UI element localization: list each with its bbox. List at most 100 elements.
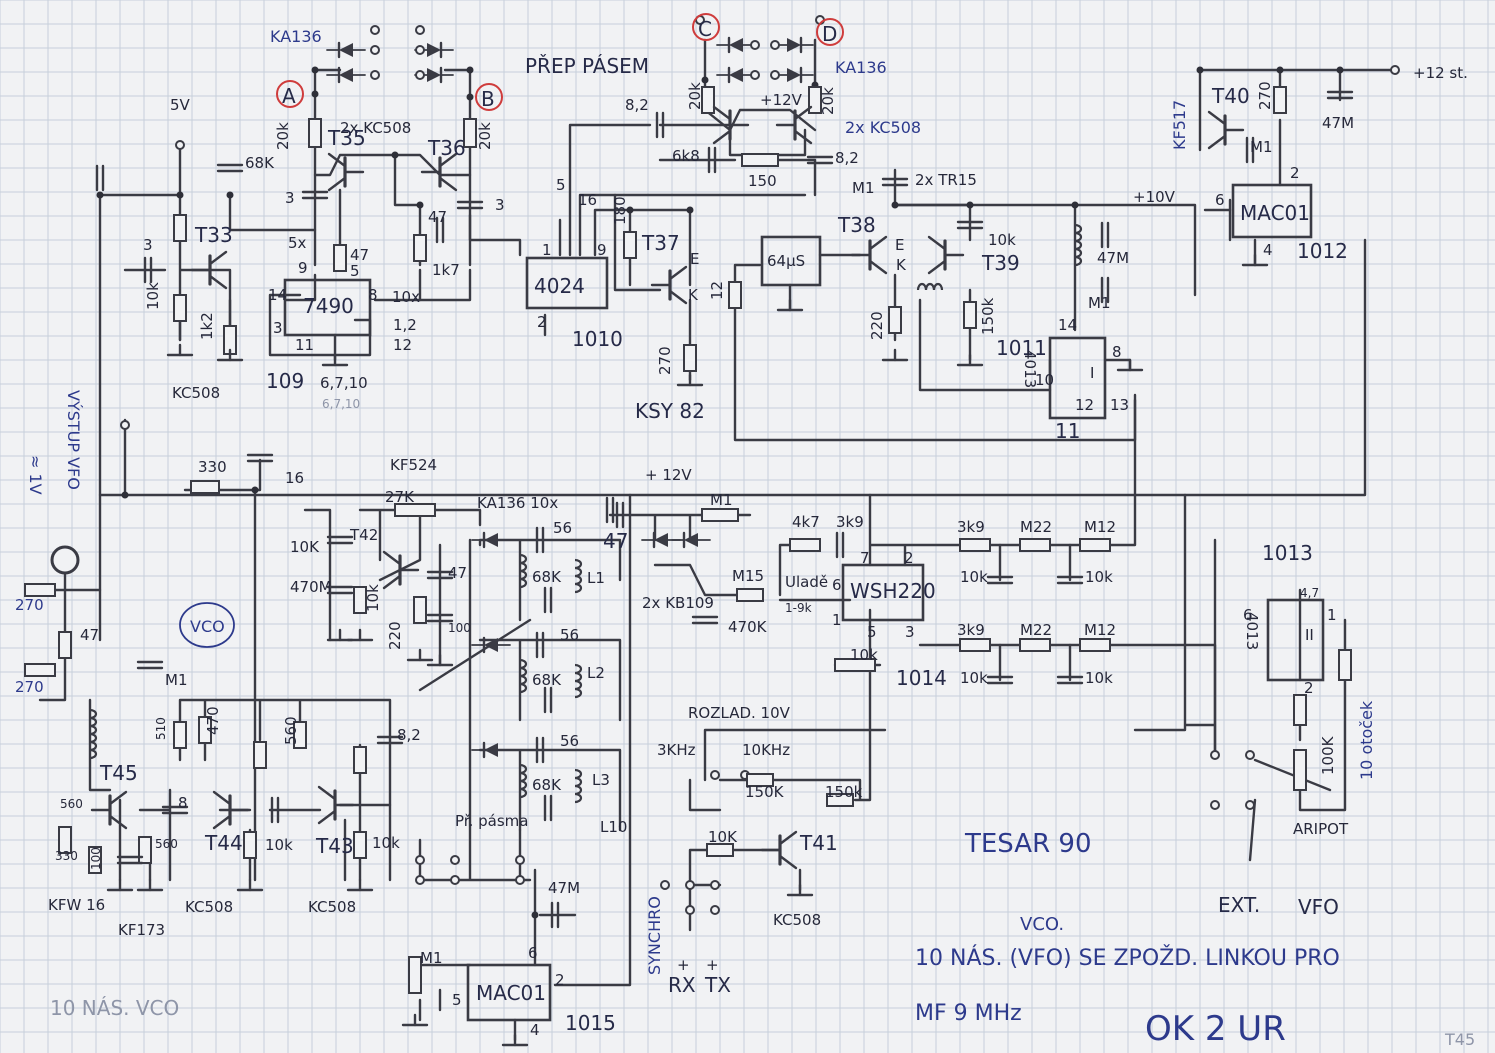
transistor-symbol (1207, 110, 1245, 150)
transistor-symbol (775, 105, 813, 145)
label-kb109: 2x KB109 (642, 594, 714, 612)
label-m1b: M1 (1088, 294, 1111, 312)
ground-symbol (216, 348, 244, 362)
label-470: 470 (204, 706, 222, 735)
label-c3b: 3 (285, 189, 295, 207)
capacitor-symbol (543, 586, 553, 614)
resistor-symbol (353, 746, 367, 774)
resistor-symbol (701, 86, 715, 114)
label-m1c: M1 (1250, 138, 1273, 156)
label-m22b: M22 (1020, 621, 1052, 639)
label-rozlad: ROZLAD. 10V (688, 704, 791, 722)
label-e1: E (690, 250, 699, 268)
junction-dot (1071, 201, 1079, 209)
terminal (450, 875, 460, 885)
resistor-symbol (24, 583, 56, 597)
ic-label-wsh220: WSH220 (850, 579, 936, 603)
junction-dot (311, 90, 319, 98)
label-tesar90: TESAR 90 (964, 829, 1092, 859)
junction-dot (626, 206, 634, 214)
label-16: 16 (285, 469, 304, 487)
tr-label-t40: T40 (1211, 84, 1250, 108)
capacitor-symbol (550, 901, 560, 929)
diode-symbol (774, 66, 814, 84)
capacitor-symbol (161, 805, 189, 815)
terminal (1245, 800, 1255, 810)
inductor-symbol (574, 768, 583, 804)
transistor-symbol (90, 790, 128, 830)
capacitor-symbol (655, 111, 665, 139)
transistor-symbol (850, 235, 888, 275)
label-ka136-3: KA136 10x (477, 494, 558, 512)
resistor-symbol (789, 538, 821, 552)
terminal (1210, 750, 1220, 760)
terminal (515, 875, 525, 885)
transistor-symbol (420, 152, 458, 192)
label-node-d: D (822, 22, 837, 46)
label-c68kb: 68K (532, 671, 562, 689)
transistor-symbol (927, 235, 965, 275)
resistor-symbol (413, 596, 427, 624)
label-kc508-t41: KC508 (773, 911, 821, 929)
label-150k: 150k (979, 297, 997, 335)
ic-label-64us: 64µS (767, 252, 805, 270)
capacitor-symbol (95, 164, 105, 192)
transistor-symbol (712, 105, 750, 145)
label-1010: 1010 (572, 327, 623, 351)
label-p6b: 6 (832, 576, 842, 594)
label-p5d: 5 (452, 991, 462, 1009)
label-p12: 12 (1075, 396, 1094, 414)
capacitor-symbol (426, 613, 454, 623)
label-10k-b: 10k (988, 231, 1016, 249)
label-5x: 5x (288, 234, 307, 252)
label-c10kb: 10k (1085, 568, 1113, 586)
label-approx-1v: ≈ 1V (26, 455, 45, 495)
capacitor-symbol (1056, 675, 1084, 685)
diode-symbol (471, 636, 511, 654)
resistor-symbol (888, 306, 902, 334)
terminal (370, 45, 380, 55)
label-c56b: 56 (560, 626, 579, 644)
label-r47: 47 (350, 246, 369, 264)
transistor-symbol (382, 550, 420, 590)
ic-mac01-1015 (466, 963, 552, 1022)
label-k1: K (688, 286, 699, 304)
label-tx: TX (704, 973, 731, 997)
label-p1b: 1 (832, 611, 842, 629)
node-markers (179, 13, 844, 648)
resistor-symbol (963, 301, 977, 329)
label-47mc: 47M (548, 879, 580, 897)
label-p5c: 5 (867, 623, 877, 641)
ground-symbol (881, 348, 909, 362)
diode-symbol (414, 66, 454, 84)
label-27k: 27K (385, 488, 415, 506)
label-p11: 11 (295, 336, 314, 354)
capacitor-symbol (1326, 90, 1354, 100)
label-p2b: 2 (1290, 164, 1300, 182)
label-p6d: 6 (528, 944, 538, 962)
transistor-symbol (760, 830, 798, 870)
resistor-symbol (623, 231, 637, 259)
capacitor-symbol (1100, 221, 1110, 249)
inductor-symbol (1074, 223, 1083, 267)
label-560b: 560 (155, 837, 178, 851)
label-510: 510 (154, 717, 168, 740)
terminal (1245, 750, 1255, 760)
label-p5: 5 (350, 262, 360, 280)
capacitor-symbol (986, 575, 1014, 585)
label-aripot: ARIPOT (1293, 820, 1349, 838)
inductor-symbol (89, 708, 98, 760)
label-3k9c: 3k9 (957, 621, 985, 639)
junction-dot (96, 191, 104, 199)
capacitor-symbol (301, 190, 329, 200)
label-ka136-1: KA136 (270, 27, 322, 46)
label-p6: 6 (1215, 191, 1225, 209)
inductor-symbol (519, 658, 528, 694)
label-560: 560 (282, 716, 300, 745)
label-note-2: MF 9 MHz (915, 1001, 1022, 1026)
label-kc508-t33: KC508 (172, 384, 220, 402)
label-ext: EXT. (1218, 893, 1260, 917)
ground-symbol (1116, 358, 1144, 372)
resistor-symbol (741, 153, 779, 167)
